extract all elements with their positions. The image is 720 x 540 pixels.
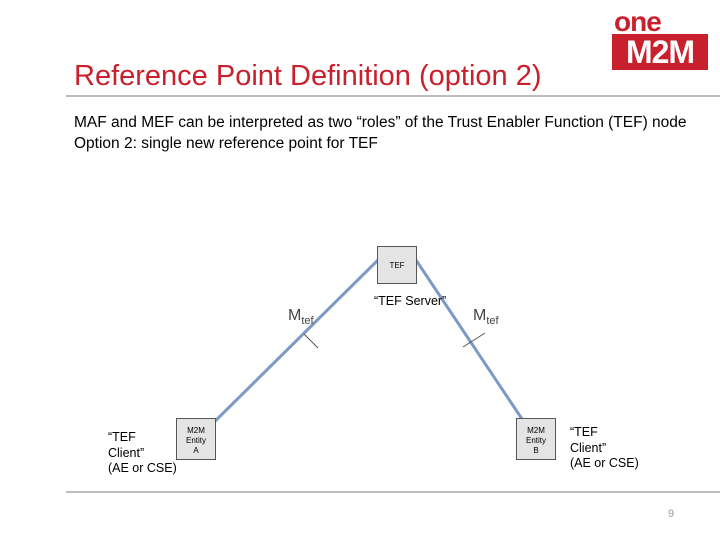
mtef-left-base: M [288, 307, 302, 324]
entity-b-line-2: Entity [525, 436, 546, 445]
entity-a-line-2: Entity [185, 436, 206, 445]
mtef-left-label: Mtef [288, 307, 314, 327]
connector-left [194, 258, 380, 442]
tef-node-label: TEF [389, 261, 405, 270]
entity-b-line-3: B [533, 446, 539, 455]
slide-title: Reference Point Definition (option 2) [74, 60, 542, 92]
client-a-line-1: “TEF [108, 430, 136, 444]
client-b-line-2: Client” [570, 440, 607, 455]
tef-server-label: “TEF Server” [374, 294, 447, 308]
logo-one-text: one [614, 6, 662, 37]
client-a-line-2: Client” [108, 445, 145, 460]
logo-m2m-text: M2M [612, 34, 708, 70]
m2m-entity-b: M2M Entity B [516, 418, 556, 460]
client-b-line-1: “TEF [570, 425, 598, 439]
entity-a-line-3: A [193, 446, 199, 455]
entity-a-line-1: M2M [187, 426, 205, 435]
mtef-right-tick [462, 332, 486, 348]
client-b-line-3: (AE or CSE) [570, 456, 639, 470]
connector-right [414, 259, 538, 441]
tef-client-a-label: “TEF Client” (AE or CSE) [108, 430, 177, 477]
mtef-right-sub: tef [486, 315, 499, 327]
tef-node: TEF [377, 246, 417, 284]
mtef-right-label: Mtef [473, 307, 499, 327]
body-line-1: MAF and MEF can be interpreted as two “r… [74, 114, 687, 131]
onem2m-logo: one M2M [610, 6, 710, 70]
tef-client-b-label: “TEF Client” (AE or CSE) [570, 425, 639, 472]
body-line-2: Option 2: single new reference point for… [74, 134, 378, 152]
mtef-left-tick [303, 333, 319, 349]
client-a-line-3: (AE or CSE) [108, 461, 177, 475]
mtef-left-sub: tef [301, 315, 314, 327]
title-divider [66, 95, 720, 97]
m2m-entity-a: M2M Entity A [176, 418, 216, 460]
entity-b-line-1: M2M [527, 426, 545, 435]
mtef-right-base: M [473, 307, 487, 324]
page-number: 9 [668, 508, 675, 520]
footer-divider [66, 491, 720, 493]
slide-body: MAF and MEF can be interpreted as two “r… [74, 113, 694, 154]
